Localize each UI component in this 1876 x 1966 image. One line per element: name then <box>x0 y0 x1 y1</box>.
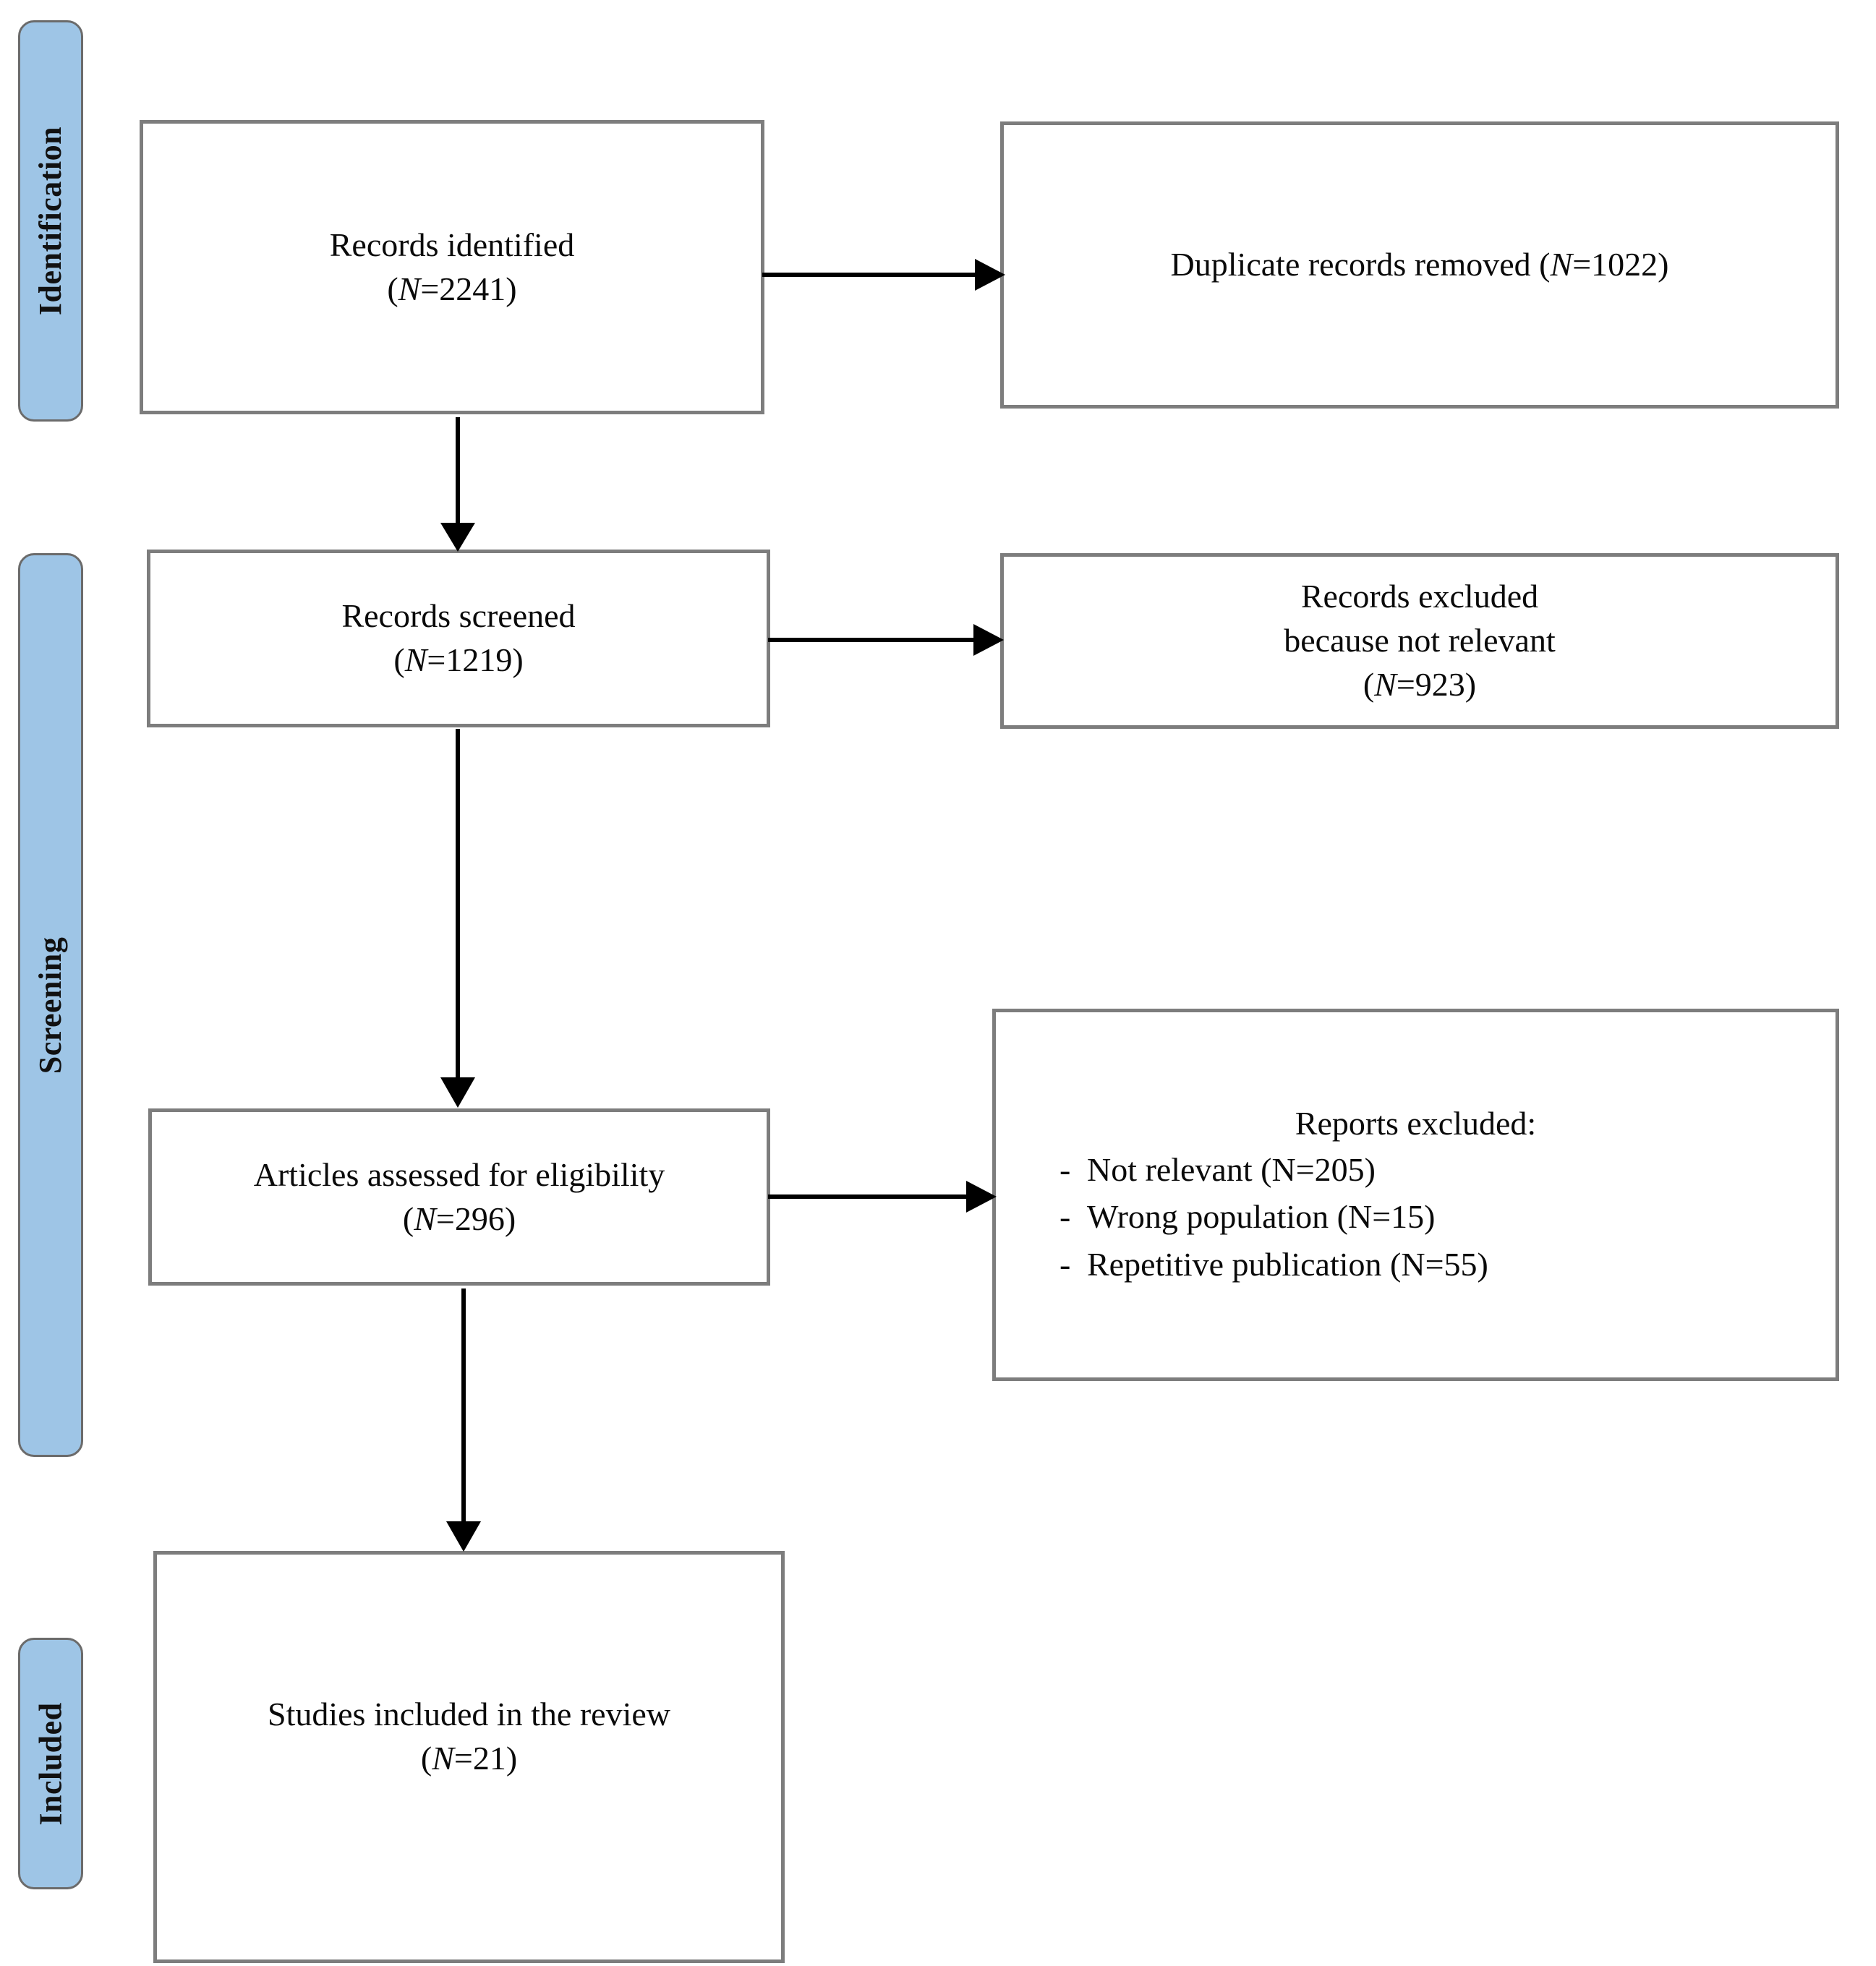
stage-label-included: Included <box>33 1701 69 1826</box>
arrow-assessed-to-included <box>446 1288 481 1552</box>
arrow-identified-to-duplicates <box>762 259 1005 291</box>
arrow-screened-to-assessed <box>440 729 475 1108</box>
n-symbol: N <box>1550 246 1573 283</box>
arrow-screened-to-excluded <box>768 624 1004 656</box>
articles-assessed-line1: Articles assessed for eligibility <box>253 1155 665 1193</box>
box-records-screened-text: Records screened (N=1219) <box>341 594 575 682</box>
bullet-hyphen-icon: - <box>1059 1245 1071 1283</box>
records-identified-count: (N=2241) <box>387 270 517 307</box>
arrow-assessed-to-reports-excluded <box>768 1181 997 1213</box>
records-screened-line1: Records screened <box>341 597 576 635</box>
box-articles-assessed-text: Articles assessed for eligibility (N=296… <box>254 1153 665 1241</box>
n-symbol: N <box>432 1740 454 1777</box>
box-records-identified: Records identified (N=2241) <box>140 120 764 414</box>
reports-excluded-item-0: Not relevant (N=205) <box>1087 1150 1376 1188</box>
n-symbol: N <box>1374 665 1397 703</box>
reports-excluded-item-2: Repetitive publication (N=55) <box>1087 1245 1488 1283</box>
arrow-identified-to-screened <box>440 417 475 552</box>
n-symbol: N <box>1347 1198 1373 1236</box>
bullet-hyphen-icon: - <box>1059 1198 1071 1236</box>
box-studies-included: Studies included in the review (N=21) <box>153 1551 785 1963</box>
box-records-identified-text: Records identified (N=2241) <box>330 223 575 311</box>
n-symbol: N <box>414 1200 436 1237</box>
box-studies-included-text: Studies included in the review (N=21) <box>268 1693 670 1780</box>
bullet-hyphen-icon: - <box>1059 1150 1071 1188</box>
reports-excluded-heading: Reports excluded: <box>1295 1105 1537 1142</box>
box-duplicate-records-removed: Duplicate records removed (N=1022) <box>1000 121 1839 409</box>
stage-pill-identification: Identification <box>18 20 83 422</box>
articles-assessed-count: (N=296) <box>402 1200 516 1237</box>
stage-pill-screening: Screening <box>18 553 83 1457</box>
stage-pill-included: Included <box>18 1638 83 1889</box>
reports-excluded-item-1: Wrong population (N=15) <box>1087 1198 1436 1236</box>
studies-included-count: (N=21) <box>420 1740 518 1777</box>
box-articles-assessed: Articles assessed for eligibility (N=296… <box>148 1108 770 1286</box>
list-item: - Repetitive publication (N=55) <box>1025 1241 1807 1288</box>
records-excluded-line1: Records excluded <box>1300 578 1539 615</box>
box-records-screened: Records screened (N=1219) <box>147 550 770 727</box>
n-symbol: N <box>398 270 421 307</box>
records-identified-line1: Records identified <box>329 226 575 263</box>
box-reports-excluded: Reports excluded: - Not relevant (N=205)… <box>992 1009 1839 1381</box>
reports-excluded-content: Reports excluded: - Not relevant (N=205)… <box>996 1102 1836 1288</box>
box-records-excluded: Records excluded because not relevant (N… <box>1000 553 1839 729</box>
studies-included-line1: Studies included in the review <box>268 1696 670 1733</box>
n-symbol: N <box>1271 1150 1296 1188</box>
stage-label-screening: Screening <box>33 936 69 1074</box>
stage-label-identification: Identification <box>33 126 69 316</box>
records-screened-count: (N=1219) <box>393 641 524 678</box>
box-records-excluded-text: Records excluded because not relevant (N… <box>1284 575 1555 706</box>
n-symbol: N <box>404 641 427 678</box>
duplicates-removed-line: Duplicate records removed (N=1022) <box>1170 246 1669 283</box>
n-symbol: N <box>1401 1245 1425 1283</box>
list-item: - Wrong population (N=15) <box>1025 1193 1807 1240</box>
records-excluded-line2: because not relevant <box>1284 622 1556 659</box>
records-excluded-count: (N=923) <box>1363 665 1477 703</box>
reports-excluded-list: - Not relevant (N=205) - Wrong populatio… <box>1025 1146 1807 1288</box>
box-duplicate-records-removed-text: Duplicate records removed (N=1022) <box>1171 243 1669 287</box>
list-item: - Not relevant (N=205) <box>1025 1146 1807 1193</box>
